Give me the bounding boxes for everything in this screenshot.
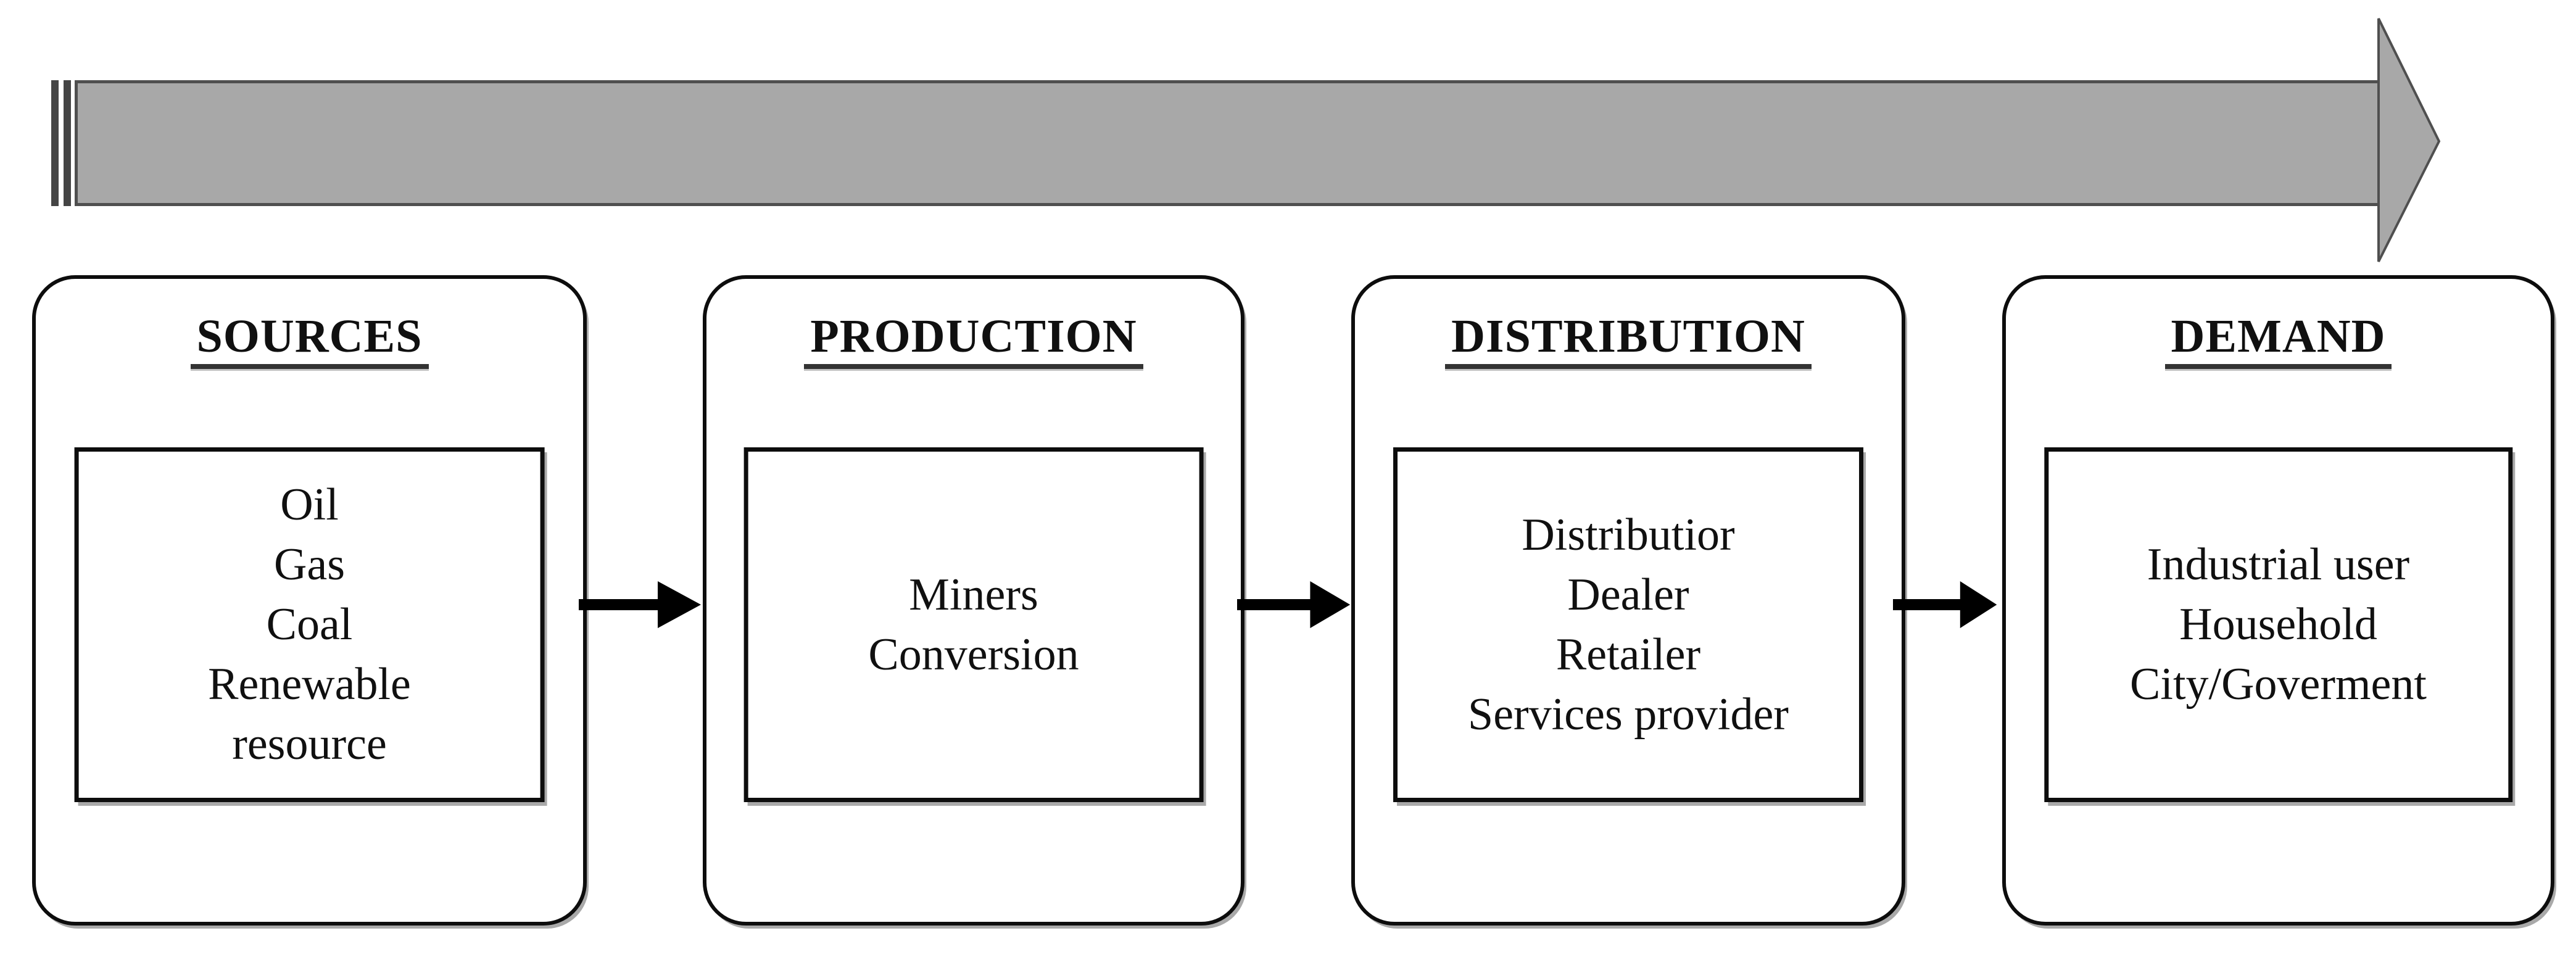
arrow-head-icon <box>2377 18 2441 262</box>
arrow-tail-line <box>64 80 71 206</box>
stage-title: DISTRIBUTION <box>1445 312 1812 369</box>
connector-arrow-icon <box>579 581 701 628</box>
stage-item-line: City/Goverment <box>2130 659 2427 710</box>
stage-item-line: Conversion <box>868 629 1079 680</box>
connector-arrow-icon <box>1237 581 1351 628</box>
stage-item-line: Retailer <box>1555 629 1701 680</box>
stage-item-line: Household <box>2179 599 2377 650</box>
stage-title-wrap: PRODUCTION <box>706 312 1241 369</box>
stage-item-line: resource <box>232 719 387 769</box>
stage-item-line: Industrial user <box>2147 539 2410 590</box>
arrow-tail-line <box>51 80 59 206</box>
connector-arrow-icon <box>1893 581 1997 628</box>
stage-title-wrap: DISTRIBUTION <box>1355 312 1902 369</box>
stage-title-wrap: DEMAND <box>2006 312 2551 369</box>
arrow-shaft <box>75 80 2383 206</box>
stage-item-line: Services provider <box>1468 689 1789 740</box>
stage-title: DEMAND <box>2164 312 2392 369</box>
stage-item-line: Renewable <box>208 659 411 710</box>
stage-item-line: Oil <box>280 479 339 530</box>
stage-item-line: Gas <box>273 539 346 590</box>
stage-item-line: Dealer <box>1567 569 1689 620</box>
stage-item-line: Coal <box>266 599 353 650</box>
stage-title: PRODUCTION <box>804 312 1143 369</box>
stage-item-line: Miners <box>909 569 1038 620</box>
stage-title-wrap: SOURCES <box>36 312 583 369</box>
stage-item-line: Distributior <box>1522 509 1735 560</box>
stage-title: SOURCES <box>190 312 429 369</box>
